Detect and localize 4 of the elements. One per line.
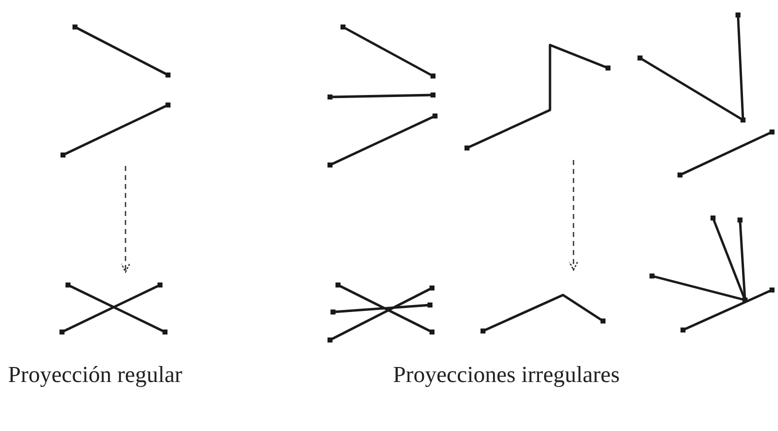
caption: Proyecciones irregulares [393, 361, 620, 389]
caption: Proyección regular [8, 361, 182, 389]
arrow [120, 166, 130, 273]
arrow [568, 160, 578, 271]
